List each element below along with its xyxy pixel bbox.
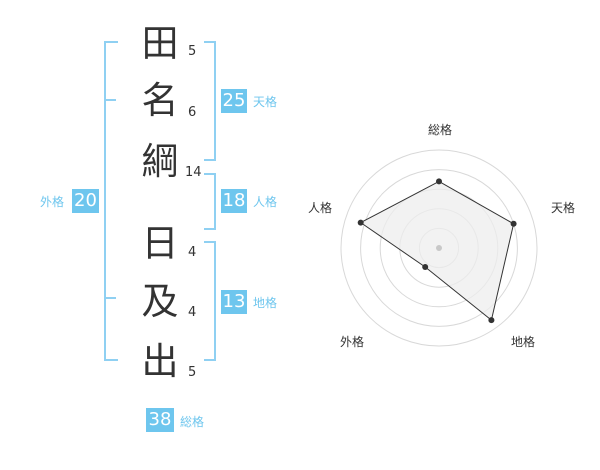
stroke-count: 5 bbox=[188, 44, 197, 59]
radar-point bbox=[422, 264, 429, 270]
name-char-5: 及 bbox=[141, 280, 179, 323]
radar-point bbox=[488, 317, 495, 324]
stroke-count: 14 bbox=[185, 165, 202, 180]
radar-point bbox=[510, 220, 517, 227]
gaikaku-value: 20 bbox=[72, 189, 99, 213]
name-char-3: 綱 bbox=[141, 140, 179, 183]
chikaku-value: 13 bbox=[221, 290, 247, 314]
gaikaku-tick bbox=[104, 297, 116, 299]
jinkaku-label: 人格 bbox=[253, 195, 278, 209]
name-char-1: 田 bbox=[141, 22, 179, 65]
soukaku-value: 38 bbox=[146, 408, 174, 432]
stroke-count: 5 bbox=[188, 365, 197, 380]
radar-axis-label: 外格 bbox=[340, 335, 365, 349]
soukaku-label: 総格 bbox=[180, 415, 205, 429]
tenkaku-value: 25 bbox=[221, 89, 247, 113]
gaikaku-tick bbox=[104, 99, 116, 101]
stroke-count: 6 bbox=[188, 105, 197, 120]
tenkaku-label: 天格 bbox=[253, 95, 278, 109]
chikaku-label: 地格 bbox=[253, 296, 278, 310]
gaikaku-bracket bbox=[104, 41, 118, 361]
gaikaku-label: 外格 bbox=[40, 195, 65, 209]
jinkaku-value: 18 bbox=[221, 189, 247, 213]
radar-point bbox=[357, 219, 364, 226]
radar-axis-label: 総格 bbox=[428, 123, 453, 137]
radar-point bbox=[436, 178, 442, 185]
radar-axis-label: 天格 bbox=[551, 201, 576, 215]
radar-series-area bbox=[359, 180, 515, 321]
radar-axis-label: 地格 bbox=[511, 335, 536, 349]
radar-axis-label: 人格 bbox=[308, 201, 333, 215]
name-char-4: 日 bbox=[141, 222, 179, 265]
stroke-count: 4 bbox=[188, 305, 197, 320]
name-char-2: 名 bbox=[141, 79, 179, 122]
chikaku-bracket bbox=[204, 241, 216, 361]
tenkaku-bracket bbox=[204, 41, 216, 161]
radar-grid-ring bbox=[360, 169, 518, 327]
name-char-6: 出 bbox=[141, 340, 179, 383]
stroke-count: 4 bbox=[188, 245, 197, 260]
radar-center-dot bbox=[436, 245, 442, 251]
jinkaku-bracket bbox=[204, 173, 216, 230]
